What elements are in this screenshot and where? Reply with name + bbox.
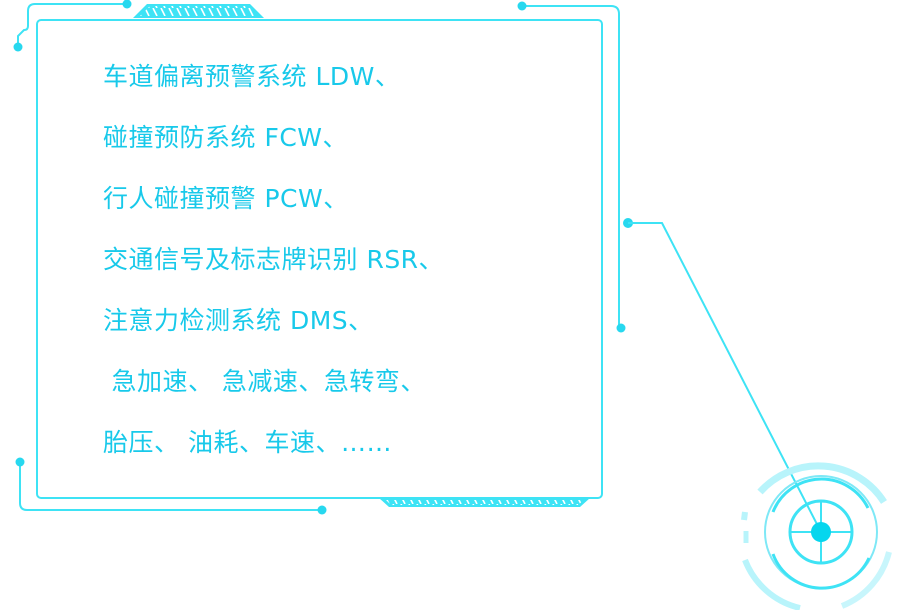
feature-item-dms: 注意力检测系统 DMS、 (103, 306, 374, 335)
feature-item-fcw: 碰撞预防系统 FCW、 (103, 123, 349, 152)
feature-item-pcw: 行人碰撞预警 PCW、 (103, 184, 349, 213)
bracket-bottom-left (19, 462, 322, 511)
feature-item-vehicle-status: 胎压、 油耗、车速、…… (103, 428, 392, 457)
target-icon (741, 462, 892, 610)
node-top-left-b (13, 42, 23, 52)
feature-item-driving-behavior: 急加速、 急减速、急转弯、 (103, 367, 426, 396)
bracket-top-left (17, 3, 127, 46)
feature-item-rsr: 交通信号及标志牌识别 RSR、 (103, 245, 445, 274)
node-bottom-left-a (15, 457, 25, 467)
panel-inner-border (36, 19, 603, 499)
node-top-right-b (616, 323, 626, 333)
node-top-right-a (517, 1, 527, 11)
feature-item-ldw: 车道偏离预警系统 LDW、 (103, 62, 401, 91)
node-top-left-a (122, 0, 132, 9)
feature-list: 车道偏离预警系统 LDW、 碰撞预防系统 FCW、 行人碰撞预警 PCW、 交通… (103, 52, 583, 479)
bracket-top-right (522, 5, 620, 327)
connector-line (628, 222, 822, 533)
node-bottom-left-b (317, 505, 327, 515)
